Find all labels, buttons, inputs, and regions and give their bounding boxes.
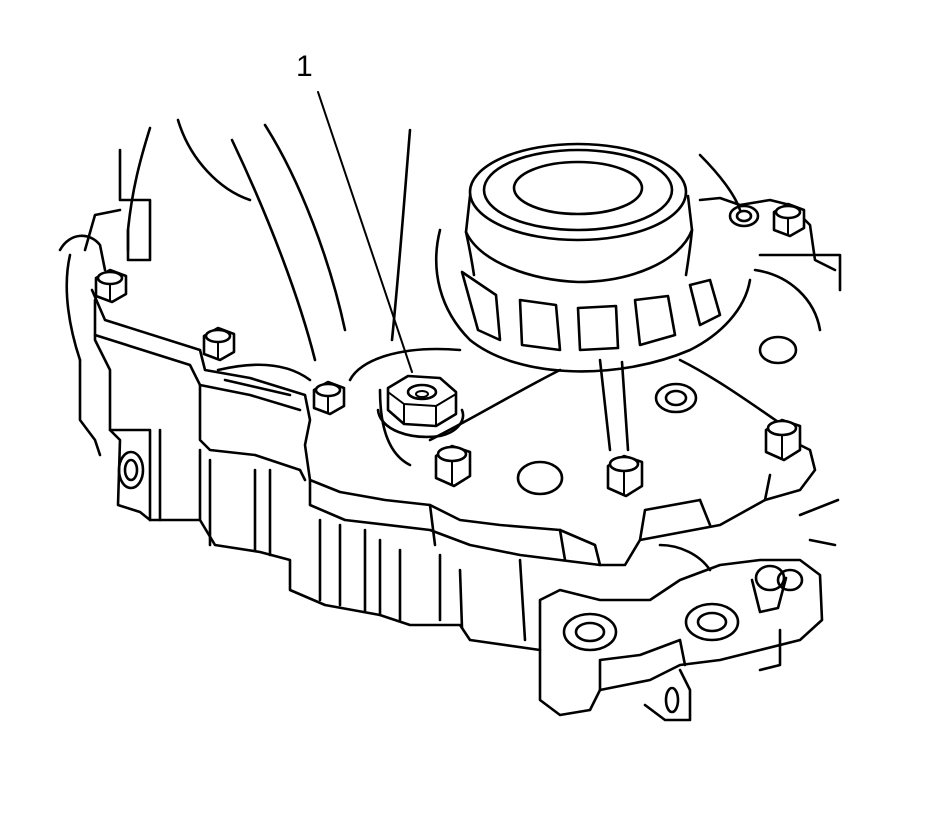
callout-label-1: 1	[296, 50, 313, 83]
bolt-7-icon	[772, 202, 806, 238]
plug-item-1-icon	[376, 374, 465, 439]
bolt-2-icon	[202, 326, 236, 362]
upper-housing-contours	[58, 118, 742, 362]
bolt-6-icon	[764, 418, 802, 462]
cover-bosses	[516, 204, 798, 496]
bolt-3-icon	[312, 380, 346, 416]
bolt-4-icon	[434, 444, 472, 488]
right-upper-flange	[698, 196, 842, 332]
ribbed-boss	[428, 228, 792, 452]
output-seal-ring	[464, 142, 694, 284]
right-lower-flange	[538, 498, 840, 722]
lower-housing-body	[78, 298, 542, 652]
cover-plate	[90, 288, 817, 567]
bolt-1-icon	[94, 268, 128, 304]
callout-leader-1	[317, 91, 413, 373]
bolt-5-icon	[606, 454, 644, 498]
